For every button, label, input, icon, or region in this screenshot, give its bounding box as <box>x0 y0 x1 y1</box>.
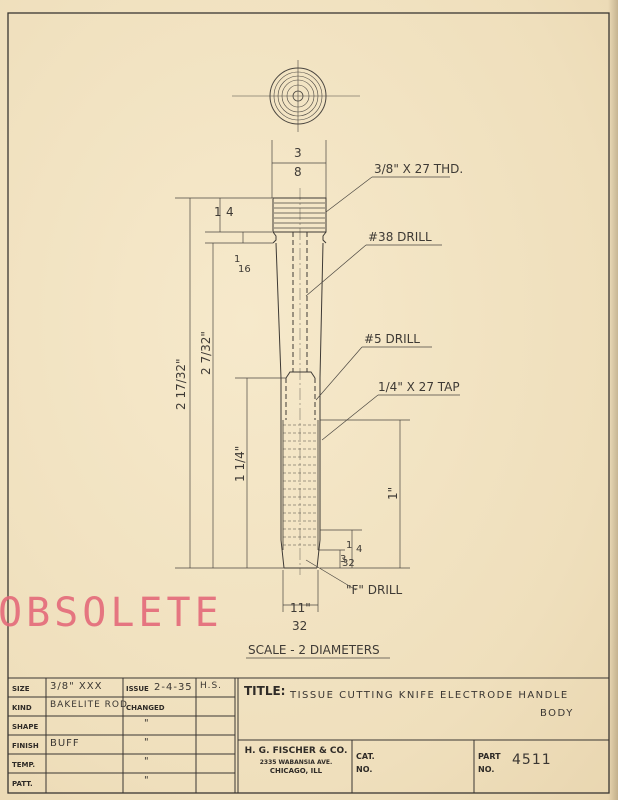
label-cat: CAT. <box>356 752 375 761</box>
thread-hatch <box>274 202 325 229</box>
callout-fdrill: "F" DRILL <box>346 583 403 597</box>
value-issue-initials: H.S. <box>200 681 223 691</box>
dim-2-7-32: 2 7/32" <box>199 331 213 375</box>
dim-overall: 2 17/32" <box>174 358 188 410</box>
ditto-4: " <box>144 775 150 786</box>
label-size: SIZE <box>12 685 30 693</box>
title-line-1: TISSUE CUTTING KNIFE ELECTRODE HANDLE <box>290 690 569 701</box>
company-city: CHICAGO, ILL <box>269 767 323 775</box>
callout-drill5: #5 DRILL <box>364 332 420 346</box>
dim-11-32-num: 11" <box>290 601 311 615</box>
label-temp: TEMP. <box>12 761 36 769</box>
obsolete-stamp: OBSOLETE <box>0 590 223 636</box>
dim-1-16-num: 1 <box>234 254 240 265</box>
ditto-2: " <box>144 737 150 748</box>
right-dims <box>318 419 410 569</box>
dim-1-4b-den: 4 <box>356 544 362 555</box>
dim-1-4-num: 1 <box>214 205 222 219</box>
end-view <box>232 60 360 132</box>
dim-11-32 <box>282 570 319 612</box>
company-name: H. G. FISCHER & CO. <box>244 746 348 756</box>
ditto-3: " <box>144 756 150 767</box>
callout-leaders <box>305 176 460 591</box>
title-label: TITLE: <box>244 684 286 698</box>
left-dims <box>175 197 286 569</box>
company-address: 2335 WABANSIA AVE. <box>259 759 333 766</box>
value-kind: BAKELITE ROD <box>50 700 128 710</box>
title-block-grid <box>8 677 609 793</box>
tap-sides <box>282 420 319 550</box>
dim-1-4-den: 4 <box>226 205 234 219</box>
scale-note: SCALE - 2 DIAMETERS <box>248 643 380 657</box>
dim-3-8-den: 8 <box>294 165 302 179</box>
label-finish: FINISH <box>12 742 39 750</box>
callout-thread: 3/8" X 27 THD. <box>374 162 463 176</box>
label-shape: SHAPE <box>12 723 39 731</box>
ditto-1: " <box>144 718 150 729</box>
label-changed: CHANGED <box>126 704 165 712</box>
dim-3-32-den: 32 <box>342 558 355 569</box>
value-issue: 2-4-35 <box>154 682 193 693</box>
callout-tap: 1/4" X 27 TAP <box>378 380 460 394</box>
label-cat-no: NO. <box>356 765 373 774</box>
value-size: 3/8" XXX <box>50 681 103 692</box>
label-issue: ISSUE <box>126 685 149 693</box>
dim-11-32-den: 32 <box>292 619 307 633</box>
paper-edge <box>608 0 618 800</box>
dim-3-8-num: 3 <box>294 146 302 160</box>
value-finish: BUFF <box>50 738 80 749</box>
part-number: 4511 <box>512 752 552 768</box>
tap-hatch <box>283 424 318 546</box>
label-kind: KIND <box>12 704 32 712</box>
dim-3-8 <box>271 140 327 198</box>
dim-3-32-num: 3 <box>340 554 346 565</box>
callout-drill38: #38 DRILL <box>368 230 432 244</box>
dim-1-4b-num: 1 <box>346 540 352 551</box>
title-line-2: BODY <box>540 708 574 719</box>
dim-1-16-den: 16 <box>238 264 251 275</box>
label-patt: PATT. <box>12 780 33 788</box>
label-part-no: NO. <box>478 765 495 774</box>
dim-1-1-4: 1 1/4" <box>233 446 247 482</box>
sheet-border <box>7 12 610 794</box>
part-profile <box>272 188 327 575</box>
label-part: PART <box>478 752 501 761</box>
dim-1: 1" <box>386 487 400 500</box>
